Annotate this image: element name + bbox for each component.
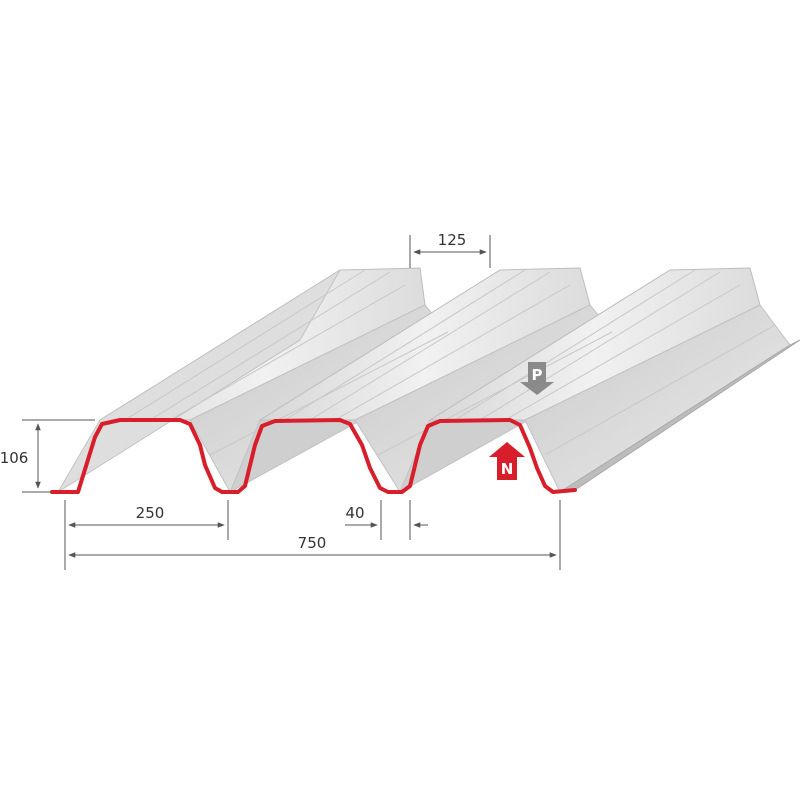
- dimension-rib-pitch: [64, 500, 229, 540]
- load-label-n: N: [501, 460, 514, 478]
- dimension-cover-width-label: 750: [298, 534, 327, 552]
- dimension-top-width: [409, 235, 491, 268]
- rib-1-left-web: [57, 269, 341, 493]
- dimension-bottom-width-label: 40: [345, 504, 364, 522]
- dimension-height-label: 106: [0, 449, 28, 467]
- stiffener-lines: [124, 269, 776, 456]
- load-arrow-p: P: [520, 362, 554, 395]
- profile-cross-section: [50, 418, 577, 494]
- dimension-height: [22, 419, 95, 493]
- dimension-rib-pitch-label: 250: [136, 504, 165, 522]
- sheet-body: [57, 267, 800, 494]
- load-arrow-n: N: [489, 442, 525, 480]
- dimension-cover-width: [64, 500, 561, 570]
- dimension-bottom-width: [345, 500, 428, 540]
- dimension-top-width-label: 125: [438, 231, 467, 249]
- load-label-p: P: [532, 366, 543, 384]
